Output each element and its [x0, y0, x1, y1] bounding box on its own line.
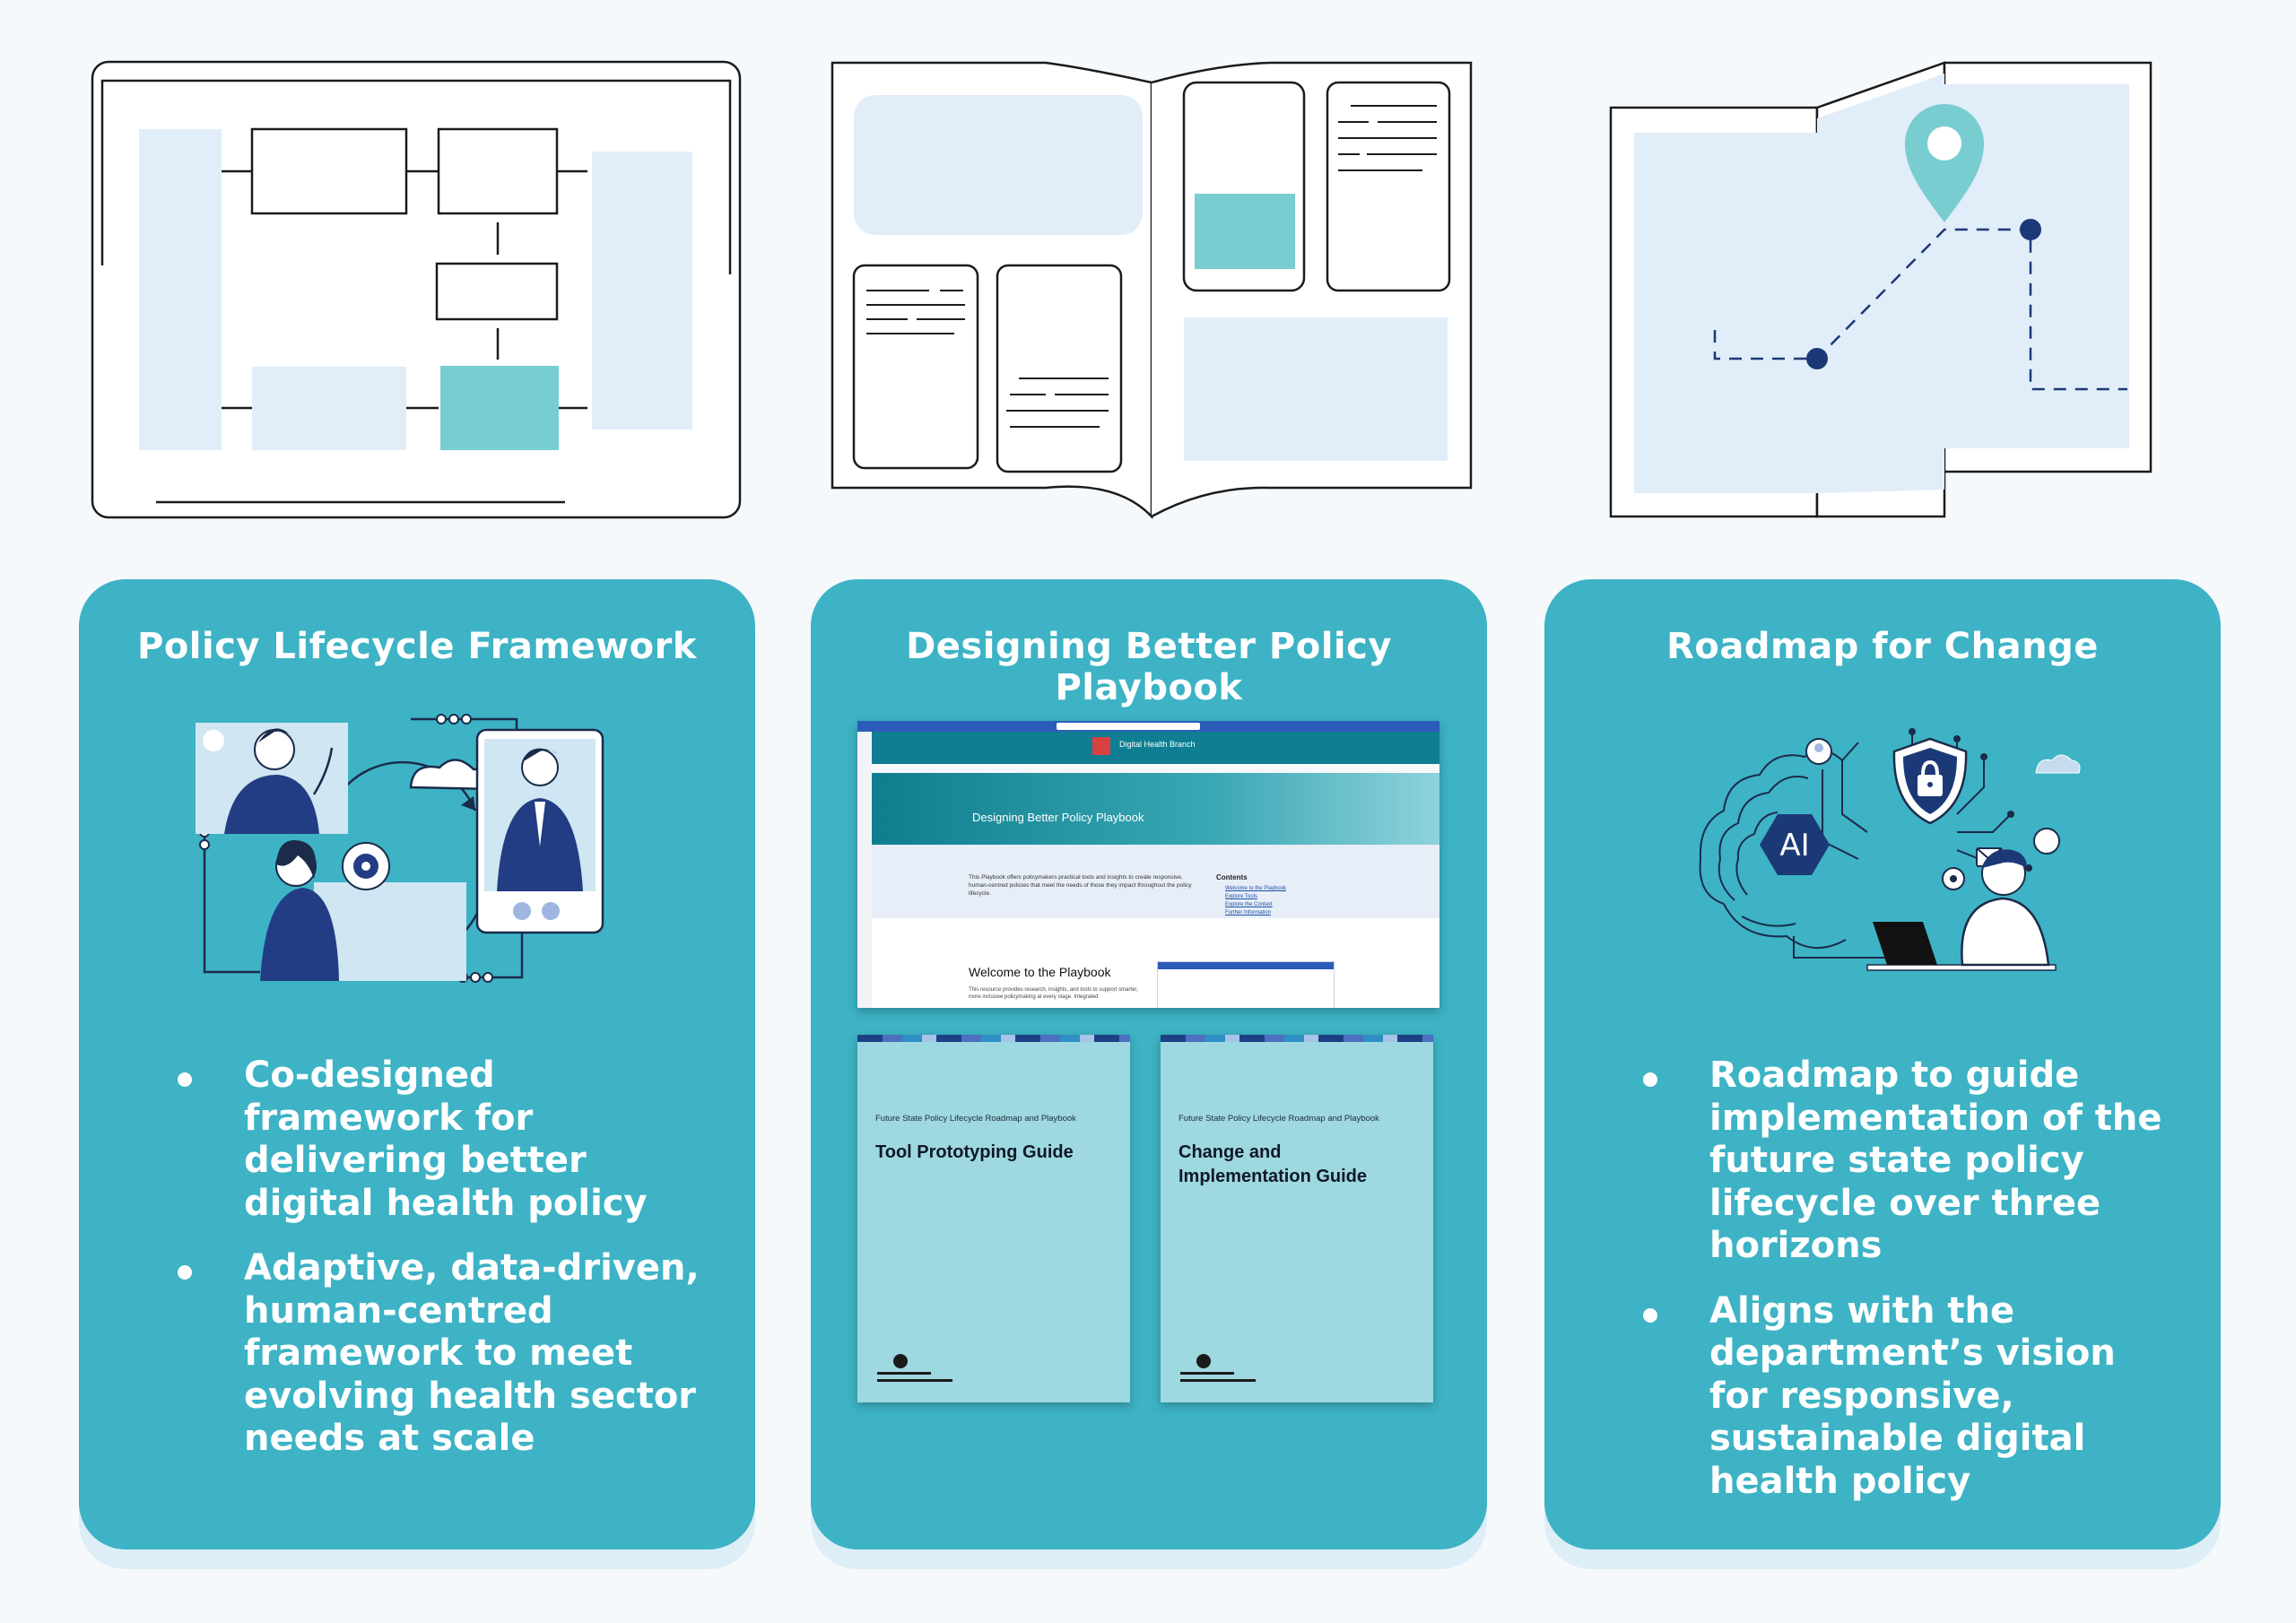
contents-link[interactable]: Further Information	[1225, 910, 1272, 916]
change-and-implementation-guide-document: Future State Policy Lifecycle Roadmap an…	[1161, 1035, 1433, 1402]
document-supertitle: Future State Policy Lifecycle Roadmap an…	[1178, 1114, 1379, 1124]
contents-heading: Contents	[1216, 873, 1248, 881]
site-banner	[872, 732, 1439, 764]
embedded-preview	[1157, 961, 1335, 1008]
tool-prototyping-guide-document: Future State Policy Lifecycle Roadmap an…	[857, 1035, 1130, 1402]
bullet-dot-icon	[178, 1072, 192, 1087]
open-book-illustration	[831, 61, 1473, 520]
contents-link[interactable]: Explore the Context	[1225, 902, 1273, 907]
document-title: Change and Implementation Guide	[1178, 1142, 1368, 1186]
bullet-list: Roadmap to guide implementation of the f…	[1544, 1055, 2221, 1525]
bullet-dot-icon	[178, 1265, 192, 1280]
document-stripe	[857, 1035, 1130, 1042]
ai-security-illustration: AI	[1699, 728, 2081, 971]
embedded-preview-bar	[1158, 962, 1334, 969]
welcome-heading: Welcome to the Playbook	[969, 965, 1111, 979]
bullet-dot-icon	[1643, 1072, 1657, 1087]
designing-better-policy-playbook-card: Designing Better Policy Playbook Digital…	[811, 579, 1487, 1549]
roadmap-for-change-card: Roadmap for Change AI	[1544, 579, 2221, 1549]
hero-banner	[872, 773, 1439, 845]
government-crest-logo	[877, 1354, 952, 1382]
intro-panel	[872, 845, 1439, 918]
document-title: Tool Prototyping Guide	[875, 1142, 1074, 1162]
hero-title: Designing Better Policy Playbook	[972, 811, 1144, 824]
government-crest-logo	[1180, 1354, 1256, 1382]
card-title: Designing Better Policy Playbook	[906, 626, 1392, 708]
contents-link[interactable]: Explore Tools	[1225, 894, 1257, 899]
bullet-dot-icon	[1643, 1307, 1657, 1323]
card-title: Policy Lifecycle Framework	[137, 626, 697, 667]
bullet-item: Co-designed framework for delivering bet…	[79, 1055, 755, 1225]
framework-tablet-illustration	[91, 60, 742, 519]
site-logo	[1092, 737, 1110, 755]
document-supertitle: Future State Policy Lifecycle Roadmap an…	[875, 1114, 1076, 1124]
document-stripe	[1161, 1035, 1433, 1042]
card-title: Roadmap for Change	[1666, 626, 2099, 667]
bullet-item: Aligns with the department’s vision for …	[1544, 1290, 2221, 1504]
bullet-item: Roadmap to guide implementation of the f…	[1544, 1055, 2221, 1268]
site-side-rail	[857, 732, 872, 1008]
bullet-list: Co-designed framework for delivering bet…	[79, 1055, 755, 1483]
collaboration-illustration	[196, 714, 604, 983]
ai-badge-text: AI	[1779, 828, 1809, 864]
roadmap-map-illustration	[1609, 61, 2152, 518]
bullet-item: Adaptive, data-driven, human-centred fra…	[79, 1247, 755, 1461]
site-banner-title: Digital Health Branch	[1119, 740, 1196, 749]
playbook-site-screenshot: Digital Health Branch Designing Better P…	[857, 721, 1439, 1008]
policy-lifecycle-framework-card: Policy Lifecycle Framework	[79, 579, 755, 1549]
contents-link[interactable]: Welcome to the Playbook	[1225, 886, 1286, 891]
site-search-bar	[1057, 723, 1200, 730]
intro-text: This Playbook offers policymakers practi…	[969, 874, 1192, 897]
welcome-text: This resource provides research, insight…	[969, 987, 1138, 1000]
